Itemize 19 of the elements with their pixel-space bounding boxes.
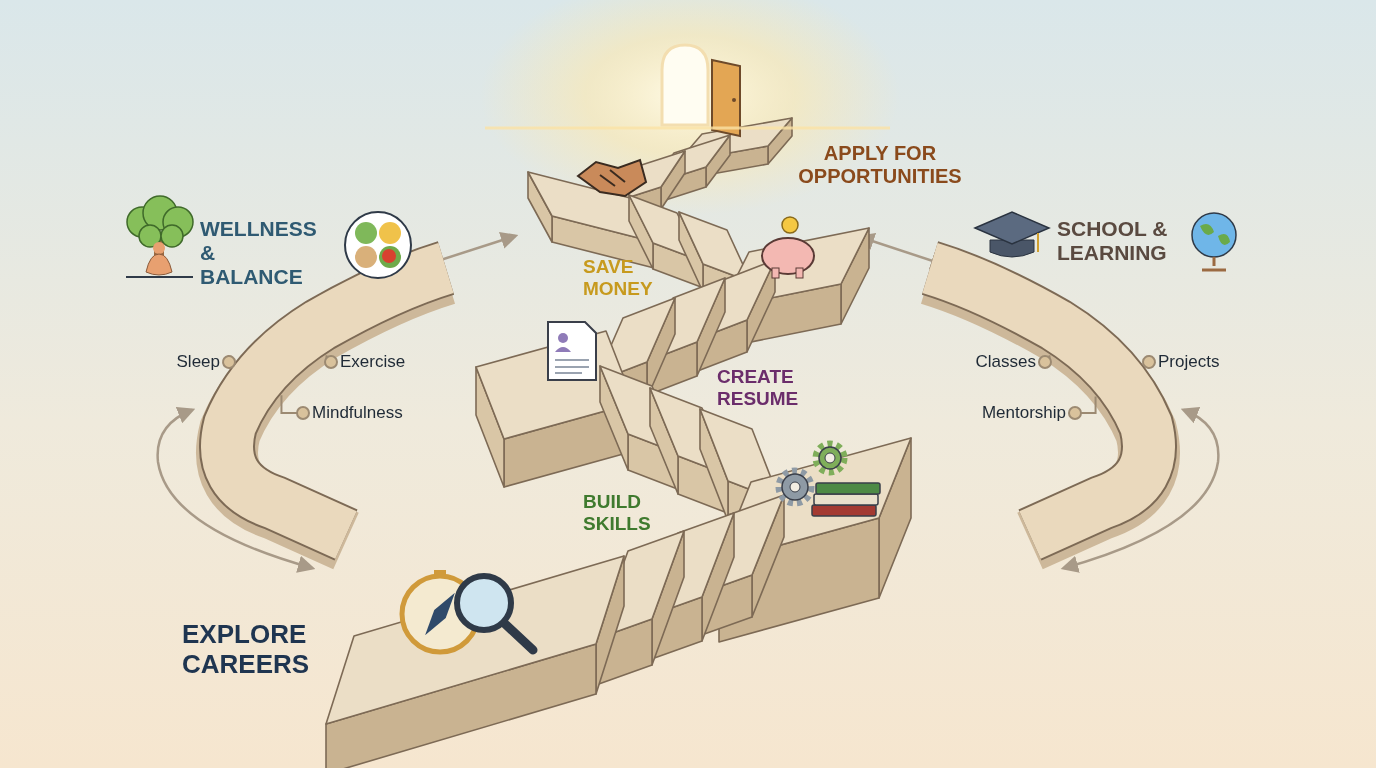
leader-line (280, 394, 310, 420)
section-title: SCHOOL & LEARNING (1057, 217, 1169, 266)
leader-line (1142, 355, 1156, 369)
leader-line (1068, 395, 1097, 420)
leader-label: Mentorship (981, 403, 1066, 423)
leader-line (1038, 354, 1052, 369)
stage-title: BUILD SKILLS (583, 491, 652, 535)
leader-label: Mindfulness (312, 403, 403, 423)
section-title: WELLNESS & BALANCE (200, 217, 318, 290)
leader-label: Projects (1158, 352, 1220, 372)
leader-line (222, 355, 236, 369)
leader-label: Exercise (340, 352, 406, 372)
leader-label: Sleep (176, 352, 220, 372)
stage-title: APPLY FOR OPPORTUNITIES (797, 142, 963, 188)
leader-label: Classes (975, 352, 1036, 372)
stage-title: EXPLORE CAREERS (182, 620, 311, 680)
stage-title: SAVE MONEY (583, 256, 654, 300)
leader-line (324, 354, 338, 369)
stage-title: CREATE RESUME (717, 366, 800, 410)
